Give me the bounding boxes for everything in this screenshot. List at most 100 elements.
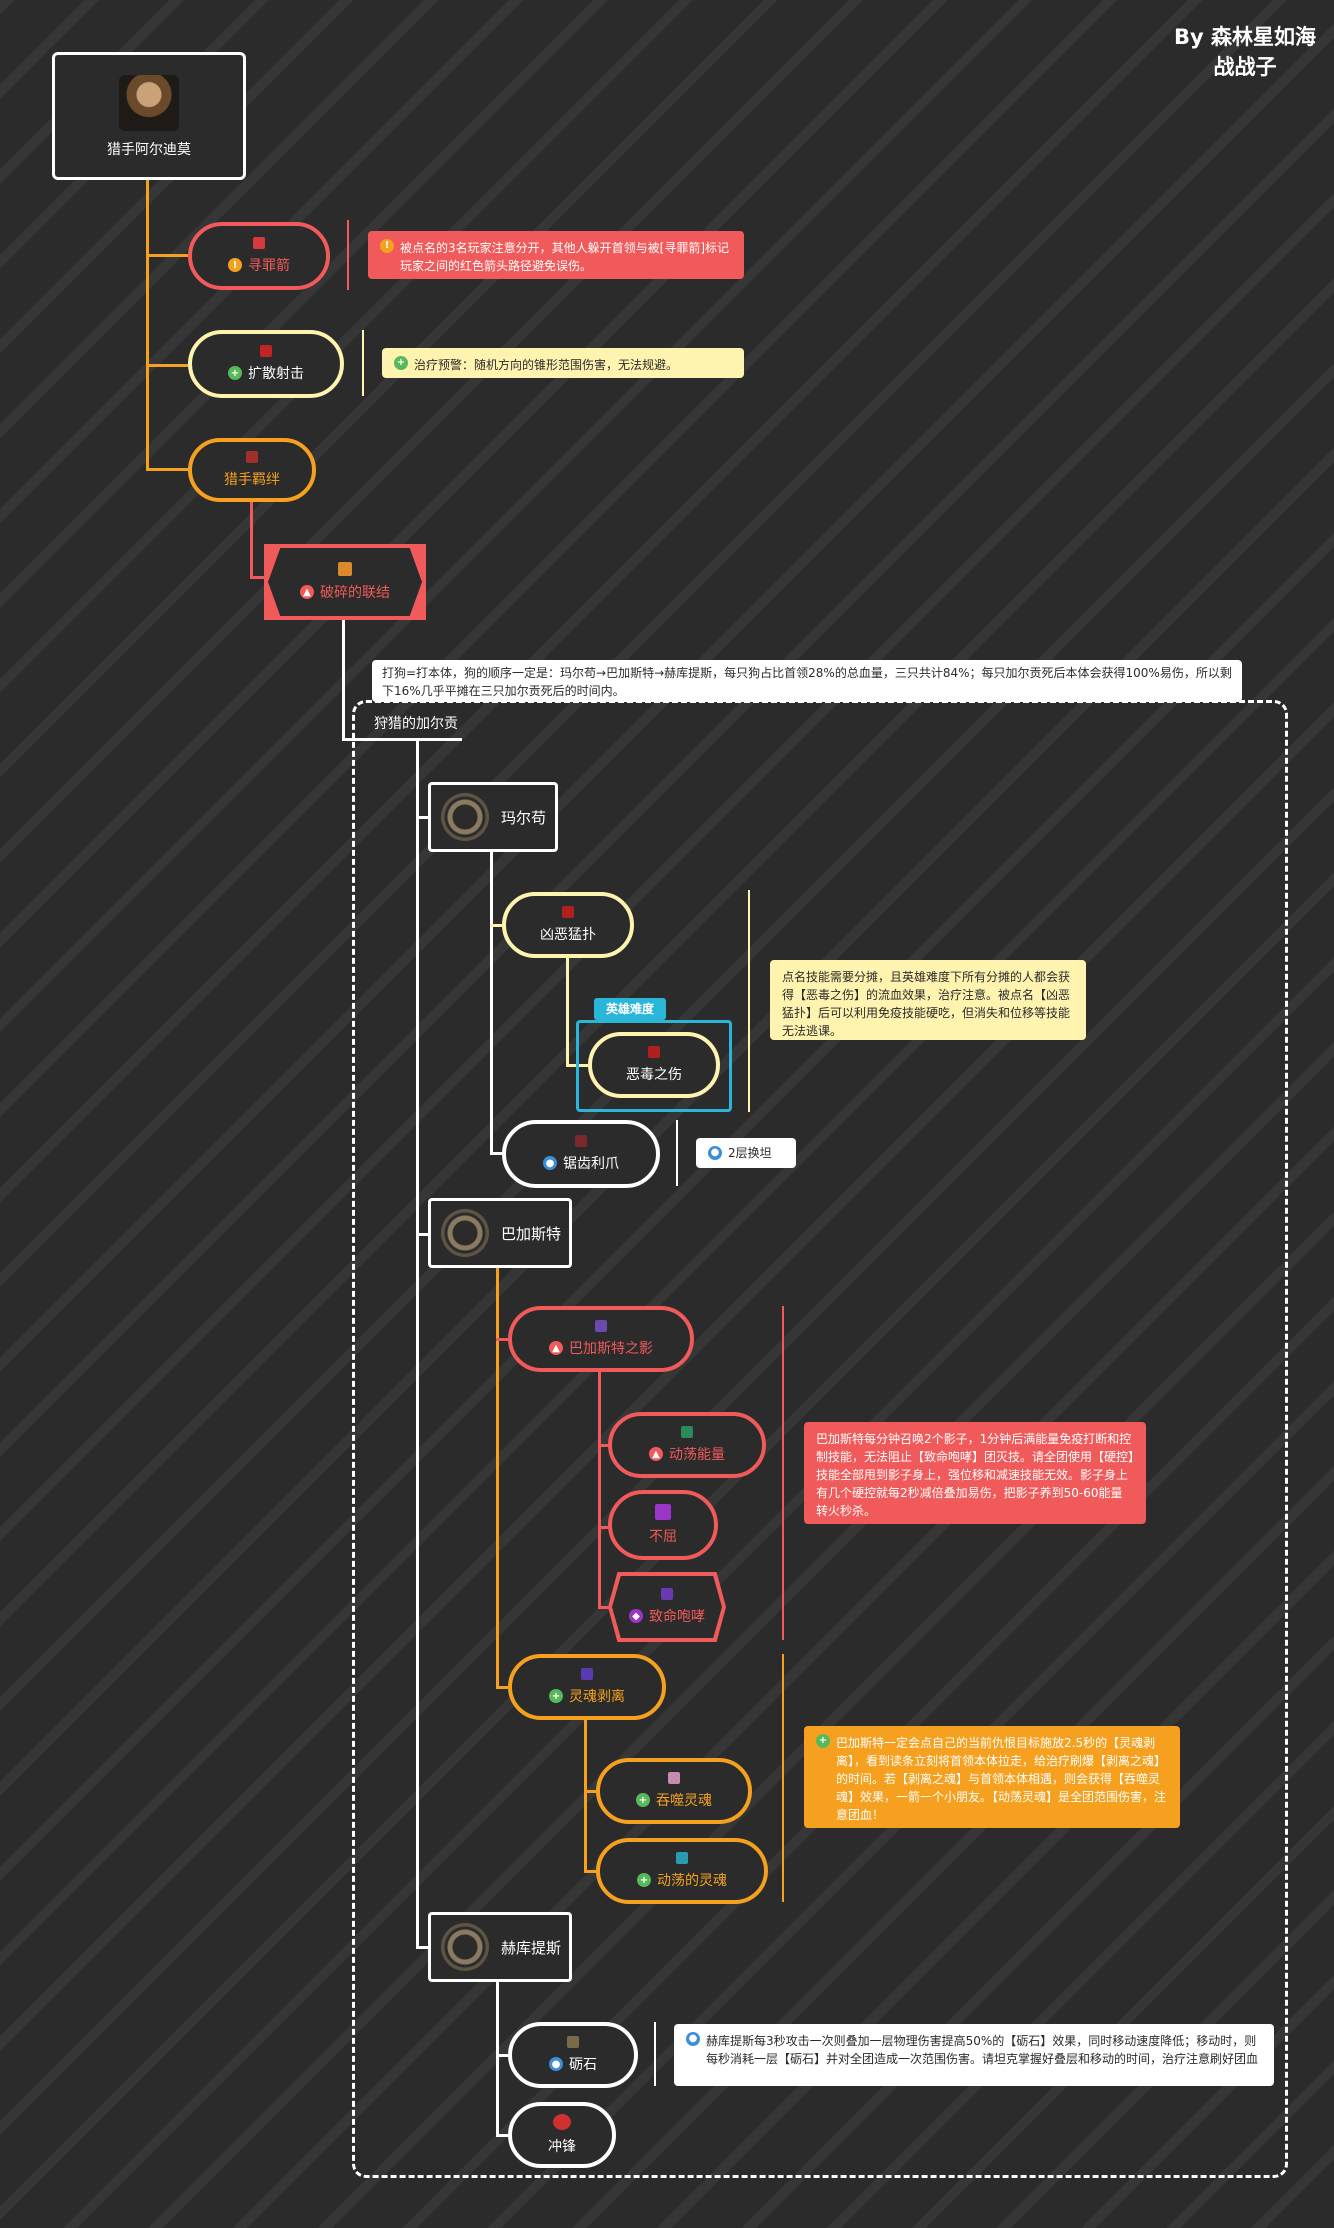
note-text: 巴加斯特一定会点自己的当前仇恨目标施放2.5秒的【灵魂剥离】，看到读条立刻将首领… [836, 1736, 1167, 1822]
ability-label: 寻罪箭 [248, 258, 290, 274]
pounce-trunk [566, 958, 569, 1066]
dog-portrait [441, 1209, 489, 1257]
bond-node[interactable]: ▲ 破碎的联结 [268, 548, 422, 616]
rend-sub-label: 吞噬灵魂 [656, 1793, 712, 1809]
healer-icon: + [549, 1689, 563, 1703]
sub-label: 动荡能量 [669, 1447, 725, 1463]
bond-note: 打狗=打本体，狗的顺序一定是：玛尔苟→巴加斯特→赫库提斯，每只狗占比首领28%的… [372, 660, 1242, 702]
bracket-shadow [782, 1306, 784, 1640]
ability-node-2[interactable]: + 扩散射击 [188, 330, 344, 398]
rend-sub-node-2[interactable]: + 动荡的灵魂 [596, 1838, 768, 1904]
ability-icon [260, 345, 272, 357]
ability-icon [253, 237, 265, 249]
bracket-2 [362, 330, 364, 396]
note-text: 赫库提斯每3秒攻击一次则叠加一层物理伤害提高50%的【砺石】效果，同时移动速度降… [706, 2034, 1259, 2066]
healer-icon: + [637, 1873, 651, 1887]
dog-node-bargast[interactable]: 巴加斯特 [428, 1198, 572, 1268]
tank-icon: ▲ [549, 1341, 563, 1355]
rend-branch-1 [584, 1790, 598, 1793]
dog-label: 赫库提斯 [501, 1938, 562, 1957]
ability-node-1[interactable]: ! 寻罪箭 [188, 222, 330, 290]
note-2: + 治疗预警：随机方向的锥形范围伤害，无法规避。 [382, 348, 744, 378]
connector-group-h [342, 738, 462, 741]
heroic-tag: 英雄难度 [594, 998, 666, 1020]
rend-label: 灵魂剥离 [569, 1689, 625, 1705]
shadow-label: 巴加斯特之影 [569, 1341, 653, 1357]
ability-icon [595, 1320, 607, 1332]
dog-label: 玛尔苟 [501, 808, 547, 827]
rend-trunk [584, 1720, 587, 1872]
tank-icon: ● [543, 1156, 557, 1170]
bargast-trunk [496, 1268, 499, 1688]
root-title: 猎手阿尔迪莫 [107, 142, 191, 158]
dog-branch-1 [416, 816, 430, 819]
dps-icon: ◆ [629, 1609, 643, 1623]
ability-icon [655, 1504, 671, 1520]
healer-icon: + [394, 356, 408, 370]
rend-node[interactable]: + 灵魂剥离 [508, 1654, 666, 1720]
shadow-note: 巴加斯特每分钟召唤2个影子，1分钟后满能量免疫打断和控制技能，无法阻止【致命咆哮… [804, 1422, 1146, 1524]
charge-node[interactable]: 冲锋 [508, 2102, 616, 2168]
ability-icon [676, 1852, 688, 1864]
bracket-claw [676, 1120, 678, 1186]
bargast-branch-2 [496, 1686, 510, 1689]
rend-note: + 巴加斯特一定会点自己的当前仇恨目标施放2.5秒的【灵魂剥离】，看到读条立刻将… [804, 1726, 1180, 1828]
ability-icon [575, 1135, 587, 1147]
bracket-pounce [748, 890, 750, 1112]
shadow-node[interactable]: ▲ 巴加斯特之影 [508, 1306, 694, 1372]
note-text: 2层换坦 [728, 1146, 772, 1160]
connector-a1 [146, 254, 190, 257]
tank-icon: ● [549, 2057, 563, 2071]
margo-trunk [490, 852, 493, 1154]
bracket-whetstone [654, 2022, 656, 2086]
shadow-sub-node-3[interactable]: ◆ 致命咆哮 [612, 1576, 722, 1638]
whetstone-node[interactable]: ● 砺石 [508, 2022, 638, 2088]
ability-icon [681, 1426, 693, 1438]
shadow-sub-node-1[interactable]: ▲ 动荡能量 [608, 1412, 766, 1478]
claw-node[interactable]: ● 锯齿利爪 [502, 1120, 660, 1188]
ability-icon [562, 906, 574, 918]
bracket-rend [782, 1654, 784, 1902]
pounce-label: 凶恶猛扑 [540, 927, 596, 943]
ability-icon [338, 562, 352, 576]
hecutis-branch-1 [496, 2054, 510, 2057]
margo-branch-2 [490, 1152, 504, 1155]
ability-icon [668, 1772, 680, 1784]
ability-icon [246, 451, 258, 463]
sub-label: 不屈 [649, 1529, 677, 1545]
author-credit: By 森林星如海 战战子 [1174, 22, 1316, 82]
pounce-node[interactable]: 凶恶猛扑 [502, 892, 634, 958]
dog-node-margo[interactable]: 玛尔苟 [428, 782, 558, 852]
shadow-sub-node-2[interactable]: 不屈 [608, 1490, 718, 1560]
wound-node[interactable]: 恶毒之伤 [588, 1032, 720, 1098]
dog-portrait [441, 793, 489, 841]
tank-icon: ▲ [300, 585, 314, 599]
connector-a3 [146, 468, 190, 471]
bracket-1 [347, 220, 349, 290]
shadow-branch-1 [598, 1444, 610, 1447]
rend-sub-label: 动荡的灵魂 [657, 1873, 727, 1889]
dog-trunk [416, 740, 419, 1948]
root-node[interactable]: 猎手阿尔迪莫 [52, 52, 246, 180]
credit-line-2: 战战子 [1213, 55, 1277, 79]
note-text: 被点名的3名玩家注意分开，其他人躲开首领与被[寻罪箭]标记玩家之间的红色箭头路径… [400, 241, 730, 273]
dog-node-hecutis[interactable]: 赫库提斯 [428, 1912, 572, 1982]
margo-branch-1 [490, 924, 504, 927]
rend-sub-node-1[interactable]: + 吞噬灵魂 [596, 1758, 752, 1824]
ability-node-3[interactable]: 猎手羁绊 [188, 438, 316, 502]
ability-icon [648, 1046, 660, 1058]
claw-note: ● 2层换坦 [696, 1138, 796, 1168]
connector-bond-h [250, 576, 270, 579]
boss-portrait [119, 75, 179, 131]
credit-line-1: By 森林星如海 [1173, 25, 1316, 49]
ability-icon [567, 2036, 579, 2048]
connector-root [146, 180, 149, 470]
ability-label: 猎手羁绊 [224, 472, 280, 488]
note-text: 点名技能需要分摊，且英雄难度下所有分摊的人都会获得【恶毒之伤】的流血效果，治疗注… [782, 970, 1071, 1038]
sub-label: 致命咆哮 [649, 1609, 705, 1625]
dog-portrait [441, 1923, 489, 1971]
group-title: 狩猎的加尔贡 [374, 716, 458, 732]
tank-icon: ▲ [649, 1447, 663, 1461]
note-text: 治疗预警：随机方向的锥形范围伤害，无法规避。 [414, 358, 679, 372]
whetstone-label: 砺石 [569, 2057, 597, 2073]
